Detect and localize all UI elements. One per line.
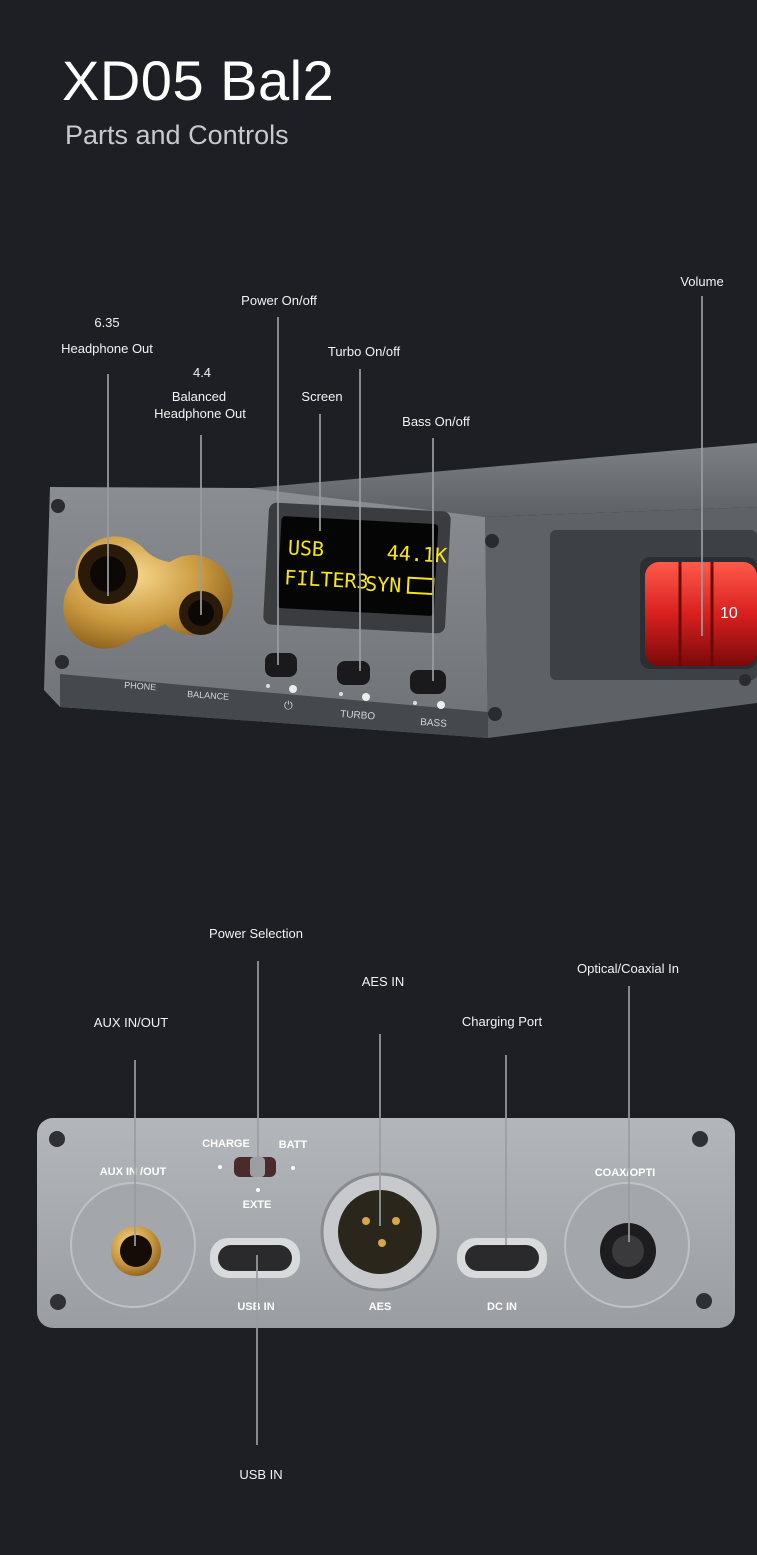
print-batt: BATT: [279, 1139, 308, 1151]
print-phone: PHONE: [124, 680, 157, 692]
leader-line: [701, 296, 703, 636]
oled-screen: USB 44.1K FILTER3 SYN: [277, 516, 448, 616]
bass-switch[interactable]: [410, 670, 446, 694]
print-aux: AUX IN /OUT: [100, 1166, 167, 1178]
print-bass: BASS: [420, 717, 448, 730]
callout-usb-in: USB IN: [239, 1467, 283, 1482]
leader-line: [359, 369, 361, 671]
headphone-jack-plate: [63, 536, 233, 649]
callout-balanced-size: 4.4: [192, 365, 212, 380]
leader-line: [200, 435, 202, 615]
callout-aes-in: AES IN: [361, 974, 405, 989]
callout-screen: Screen: [301, 389, 343, 404]
power-switch[interactable]: [265, 653, 297, 677]
screen-filter: FILTER3: [284, 565, 369, 593]
page-title: XD05 Bal2: [62, 49, 335, 112]
screen-samplerate: 44.1K: [386, 541, 447, 568]
leader-line: [257, 961, 259, 1161]
page-subtitle: Parts and Controls: [65, 120, 289, 150]
callout-charging-port: Charging Port: [461, 1014, 543, 1029]
print-charge: CHARGE: [202, 1138, 250, 1150]
print-aes: AES: [369, 1301, 392, 1313]
leader-line: [432, 438, 434, 681]
volume-wheel[interactable]: 10: [640, 557, 757, 669]
leader-line: [134, 1060, 136, 1246]
leader-line: [107, 374, 109, 596]
screws: [51, 499, 751, 721]
callout-headphone-size: 6.35: [94, 315, 120, 330]
leader-line: [256, 1255, 258, 1445]
callout-power: Power On/off: [241, 293, 317, 308]
callout-balanced: Balanced: [171, 389, 227, 404]
leader-line: [505, 1055, 507, 1245]
callout-optical-coaxial: Optical/Coaxial In: [577, 961, 679, 976]
print-dc-in: DC IN: [487, 1301, 517, 1313]
callout-turbo: Turbo On/off: [327, 344, 401, 359]
leader-line: [319, 414, 321, 531]
callout-power-selection: Power Selection: [209, 926, 303, 941]
screen-source: USB: [287, 535, 324, 561]
callout-aux: AUX IN/OUT: [93, 1015, 169, 1030]
rear-device: CHARGE BATT EXTE AUX IN /OUT COAX/OPTI U…: [37, 1118, 735, 1328]
screen-sync: SYN: [365, 571, 402, 597]
leader-line: [628, 986, 630, 1242]
leader-line: [277, 317, 279, 665]
callout-balanced-out: Headphone Out: [154, 406, 246, 421]
print-coax: COAX/OPTI: [595, 1167, 656, 1179]
volume-digits: 10: [720, 605, 738, 622]
print-exte: EXTE: [243, 1199, 272, 1211]
leader-line: [379, 1034, 381, 1226]
print-power-icon: ⏻: [284, 700, 293, 712]
print-turbo: TURBO: [340, 709, 376, 722]
callout-bass: Bass On/off: [402, 414, 470, 429]
callout-volume: Volume: [680, 274, 724, 289]
callout-headphone-out: Headphone Out: [61, 341, 153, 356]
front-device: PHONE BALANCE USB 44.1K FILTER3 SYN ⏻ TU…: [44, 443, 757, 738]
turbo-switch[interactable]: [337, 661, 370, 685]
print-balance: BALANCE: [187, 689, 230, 702]
